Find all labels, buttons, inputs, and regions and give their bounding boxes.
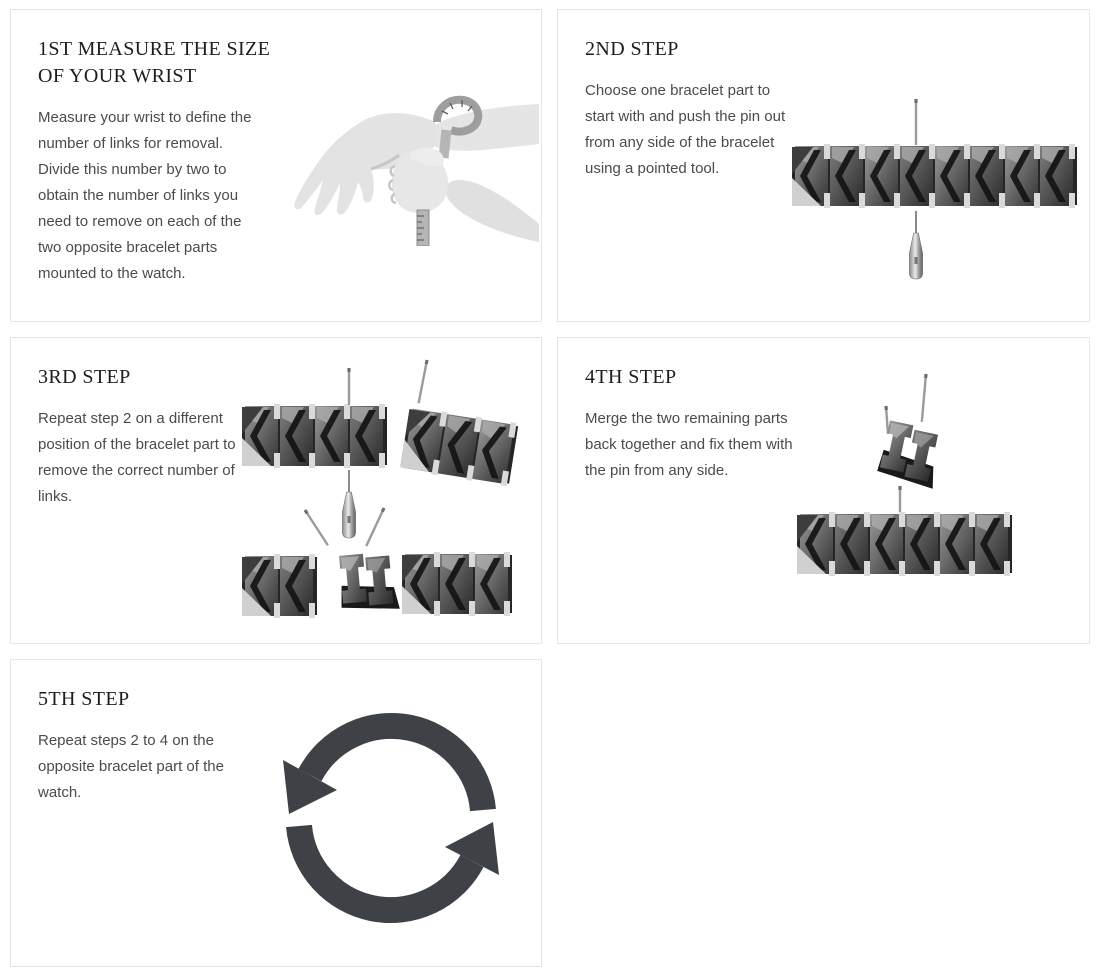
step-1-title: 1ST MEASURE THE SIZE OF YOUR WRIST (38, 38, 271, 87)
step-2-description: Choose one bracelet part to start with a… (585, 82, 786, 177)
bracelet-split-removed-links-icon (239, 354, 539, 630)
step-1-description: Measure your wrist to define the number … (38, 109, 252, 282)
card-step-3: 3RD STEP Repeat step 2 on a different po… (10, 337, 542, 644)
step-5-description: Repeat steps 2 to 4 on the opposite brac… (38, 732, 224, 801)
step-4-description: Merge the two remaining parts back toget… (585, 410, 793, 479)
card-step-2: 2ND STEP Choose one bracelet part to sta… (557, 9, 1090, 322)
bracelet-merge-parts-icon (792, 368, 1032, 580)
instruction-steps-grid: 1ST MEASURE THE SIZE OF YOUR WRIST Measu… (10, 9, 1090, 967)
repeat-cycle-arrows-icon (269, 694, 514, 942)
card-step-1: 1ST MEASURE THE SIZE OF YOUR WRIST Measu… (10, 9, 542, 322)
card-step-5: 5TH STEP Repeat steps 2 to 4 on the oppo… (10, 659, 542, 967)
bracelet-pin-push-tool-icon (788, 90, 1082, 300)
card-step-4: 4TH STEP Merge the two remaining parts b… (557, 337, 1090, 644)
step-4-title: 4TH STEP (585, 366, 677, 388)
step-3-description: Repeat step 2 on a different position of… (38, 410, 236, 505)
step-3-title: 3RD STEP (38, 366, 131, 388)
step-2-title: 2ND STEP (585, 38, 679, 60)
step-5-title: 5TH STEP (38, 688, 130, 710)
wrist-measure-photo-icon (259, 86, 539, 246)
